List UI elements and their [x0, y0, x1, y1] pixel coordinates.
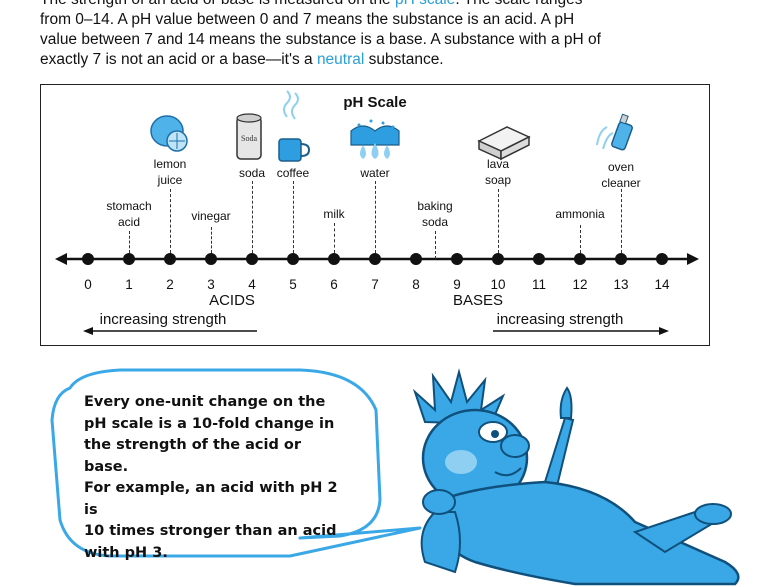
bubble-line: For example, an acid with pH 2 is [84, 480, 338, 518]
axis-dot-7 [369, 253, 381, 265]
intro-line-3: value between 7 and 14 means the substan… [40, 31, 601, 48]
base-strength-label: increasing strength [496, 311, 624, 328]
label-water: water [360, 166, 390, 180]
bases-label: BASES [452, 292, 504, 309]
tick-label-4: 4 [248, 277, 256, 292]
tick-label-2: 2 [166, 277, 174, 292]
axis-dot-10 [492, 253, 504, 265]
ph-scale-link[interactable]: pH scale [395, 0, 455, 8]
dash-milk [334, 223, 335, 253]
tick-label-0: 0 [84, 277, 92, 292]
cartoon-character [412, 368, 740, 586]
axis-dot-4 [246, 253, 258, 265]
dash-water [375, 181, 376, 253]
dash-oven-cleaner [621, 189, 622, 253]
label-milk: milk [323, 207, 345, 221]
spray-can-icon [596, 113, 633, 151]
tick-label-12: 12 [572, 277, 588, 292]
axis-dot-1 [123, 253, 135, 265]
dash-ammonia [580, 225, 581, 253]
label-stomach-acid: stomach acid [106, 199, 152, 229]
ph-scale-diagram: pH Scale Soda [40, 84, 710, 346]
axis-dot-0 [82, 253, 94, 265]
tick-label-10: 10 [490, 277, 506, 292]
dash-baking-soda [435, 231, 436, 259]
label-lava-soap: lava soap [484, 157, 512, 187]
label-vinegar: vinegar [191, 209, 231, 223]
soap-bar-icon [477, 126, 531, 161]
soda-can-icon: Soda [236, 113, 262, 160]
axis-dot-9 [451, 253, 463, 265]
tick-label-13: 13 [613, 277, 629, 292]
tick-label-1: 1 [125, 277, 133, 292]
label-coffee: coffee [276, 166, 310, 180]
intro-paragraph: The strength of an acid or base is measu… [40, 0, 660, 70]
dash-soda [252, 181, 253, 253]
dash-lemon-juice [170, 189, 171, 253]
label-soda: soda [238, 166, 266, 180]
axis-dot-6 [328, 253, 340, 265]
intro-line-2: from 0–14. A pH value between 0 and 7 me… [40, 11, 575, 28]
tick-label-14: 14 [654, 277, 670, 292]
tick-label-11: 11 [531, 277, 547, 292]
tick-label-6: 6 [330, 277, 338, 292]
axis-dot-12 [574, 253, 586, 265]
bubble-line: with pH 3. [84, 544, 168, 561]
axis-left-arrow [55, 253, 67, 265]
axis-dot-11 [533, 253, 545, 265]
label-lemon-juice: lemon juice [153, 157, 187, 187]
dash-vinegar [211, 227, 212, 253]
lemon-icon [150, 115, 188, 152]
label-baking-soda: baking soda [417, 199, 453, 229]
axis-dot-8 [410, 253, 422, 265]
water-drops-icon [350, 119, 400, 159]
acid-strength-label: increasing strength [99, 311, 227, 328]
tick-label-5: 5 [289, 277, 297, 292]
axis-dot-3 [205, 253, 217, 265]
bubble-line: the strength of the acid or base. [84, 437, 302, 475]
speech-bubble-text: Every one-unit change on the pH scale is… [84, 392, 344, 564]
tick-label-8: 8 [412, 277, 420, 292]
acid-strength-arrowhead [83, 327, 93, 335]
axis-dot-13 [615, 253, 627, 265]
dash-coffee [293, 181, 294, 253]
chart-title: pH Scale [343, 94, 407, 111]
speech-bubble-shape [50, 368, 422, 558]
soda-can-text: Soda [241, 134, 257, 143]
bubble-line: Every one-unit change on the [84, 394, 326, 410]
tick-label-3: 3 [207, 277, 215, 292]
tick-label-7: 7 [371, 277, 379, 292]
label-oven-cleaner: oven cleaner [601, 160, 641, 190]
dash-lava-soap [498, 189, 499, 253]
dash-stomach-acid [129, 231, 130, 253]
intro-text: The strength of an acid or base is measu… [40, 0, 395, 8]
axis-right-arrow [687, 253, 699, 265]
axis-dot-5 [287, 253, 299, 265]
base-strength-arrowhead [659, 327, 669, 335]
label-ammonia: ammonia [555, 207, 605, 221]
axis-dot-14 [656, 253, 668, 265]
intro-text: . The scale ranges [455, 0, 582, 8]
intro-text: exactly 7 is not an acid or a base—it's … [40, 51, 317, 68]
acids-label: ACIDS [209, 292, 255, 309]
bubble-line: pH scale is a 10-fold change in [84, 415, 335, 432]
bubble-line: 10 times stronger than an acid [84, 523, 337, 539]
neutral-link[interactable]: neutral [316, 51, 365, 68]
coffee-mug-icon [278, 90, 311, 162]
intro-text: substance. [364, 51, 444, 68]
axis-dot-2 [164, 253, 176, 265]
tick-label-9: 9 [453, 277, 461, 292]
